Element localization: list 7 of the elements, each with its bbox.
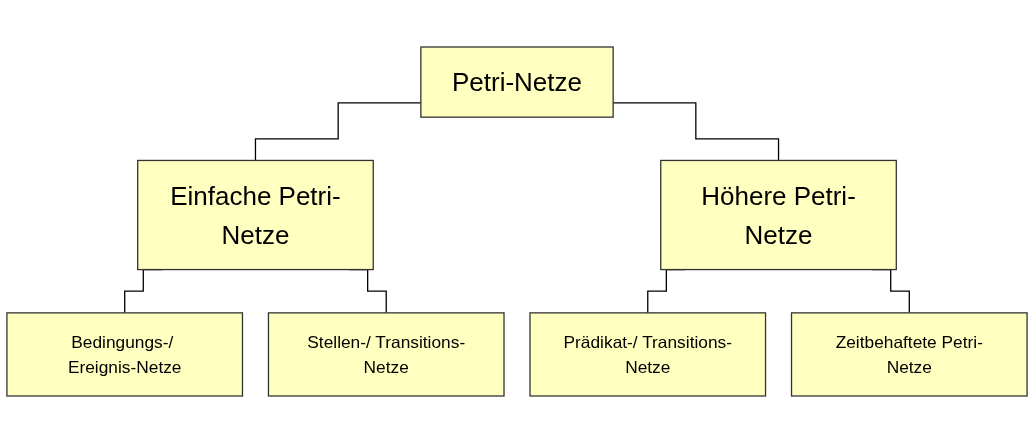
node-box: Einfache Petri-Netze <box>137 159 374 271</box>
node-box: Bedingungs-/ Ereignis-Netze <box>6 312 244 397</box>
node-box: Petri-Netze <box>420 46 614 118</box>
node-box: Höhere Petri-Netze <box>660 159 897 271</box>
node-box: Stellen-/ Transitions-Netze <box>267 312 505 397</box>
node-box: Zeitbehaftete Petri-Netze <box>790 312 1028 397</box>
node-box: Prädikat-/ Transitions-Netze <box>529 312 767 397</box>
